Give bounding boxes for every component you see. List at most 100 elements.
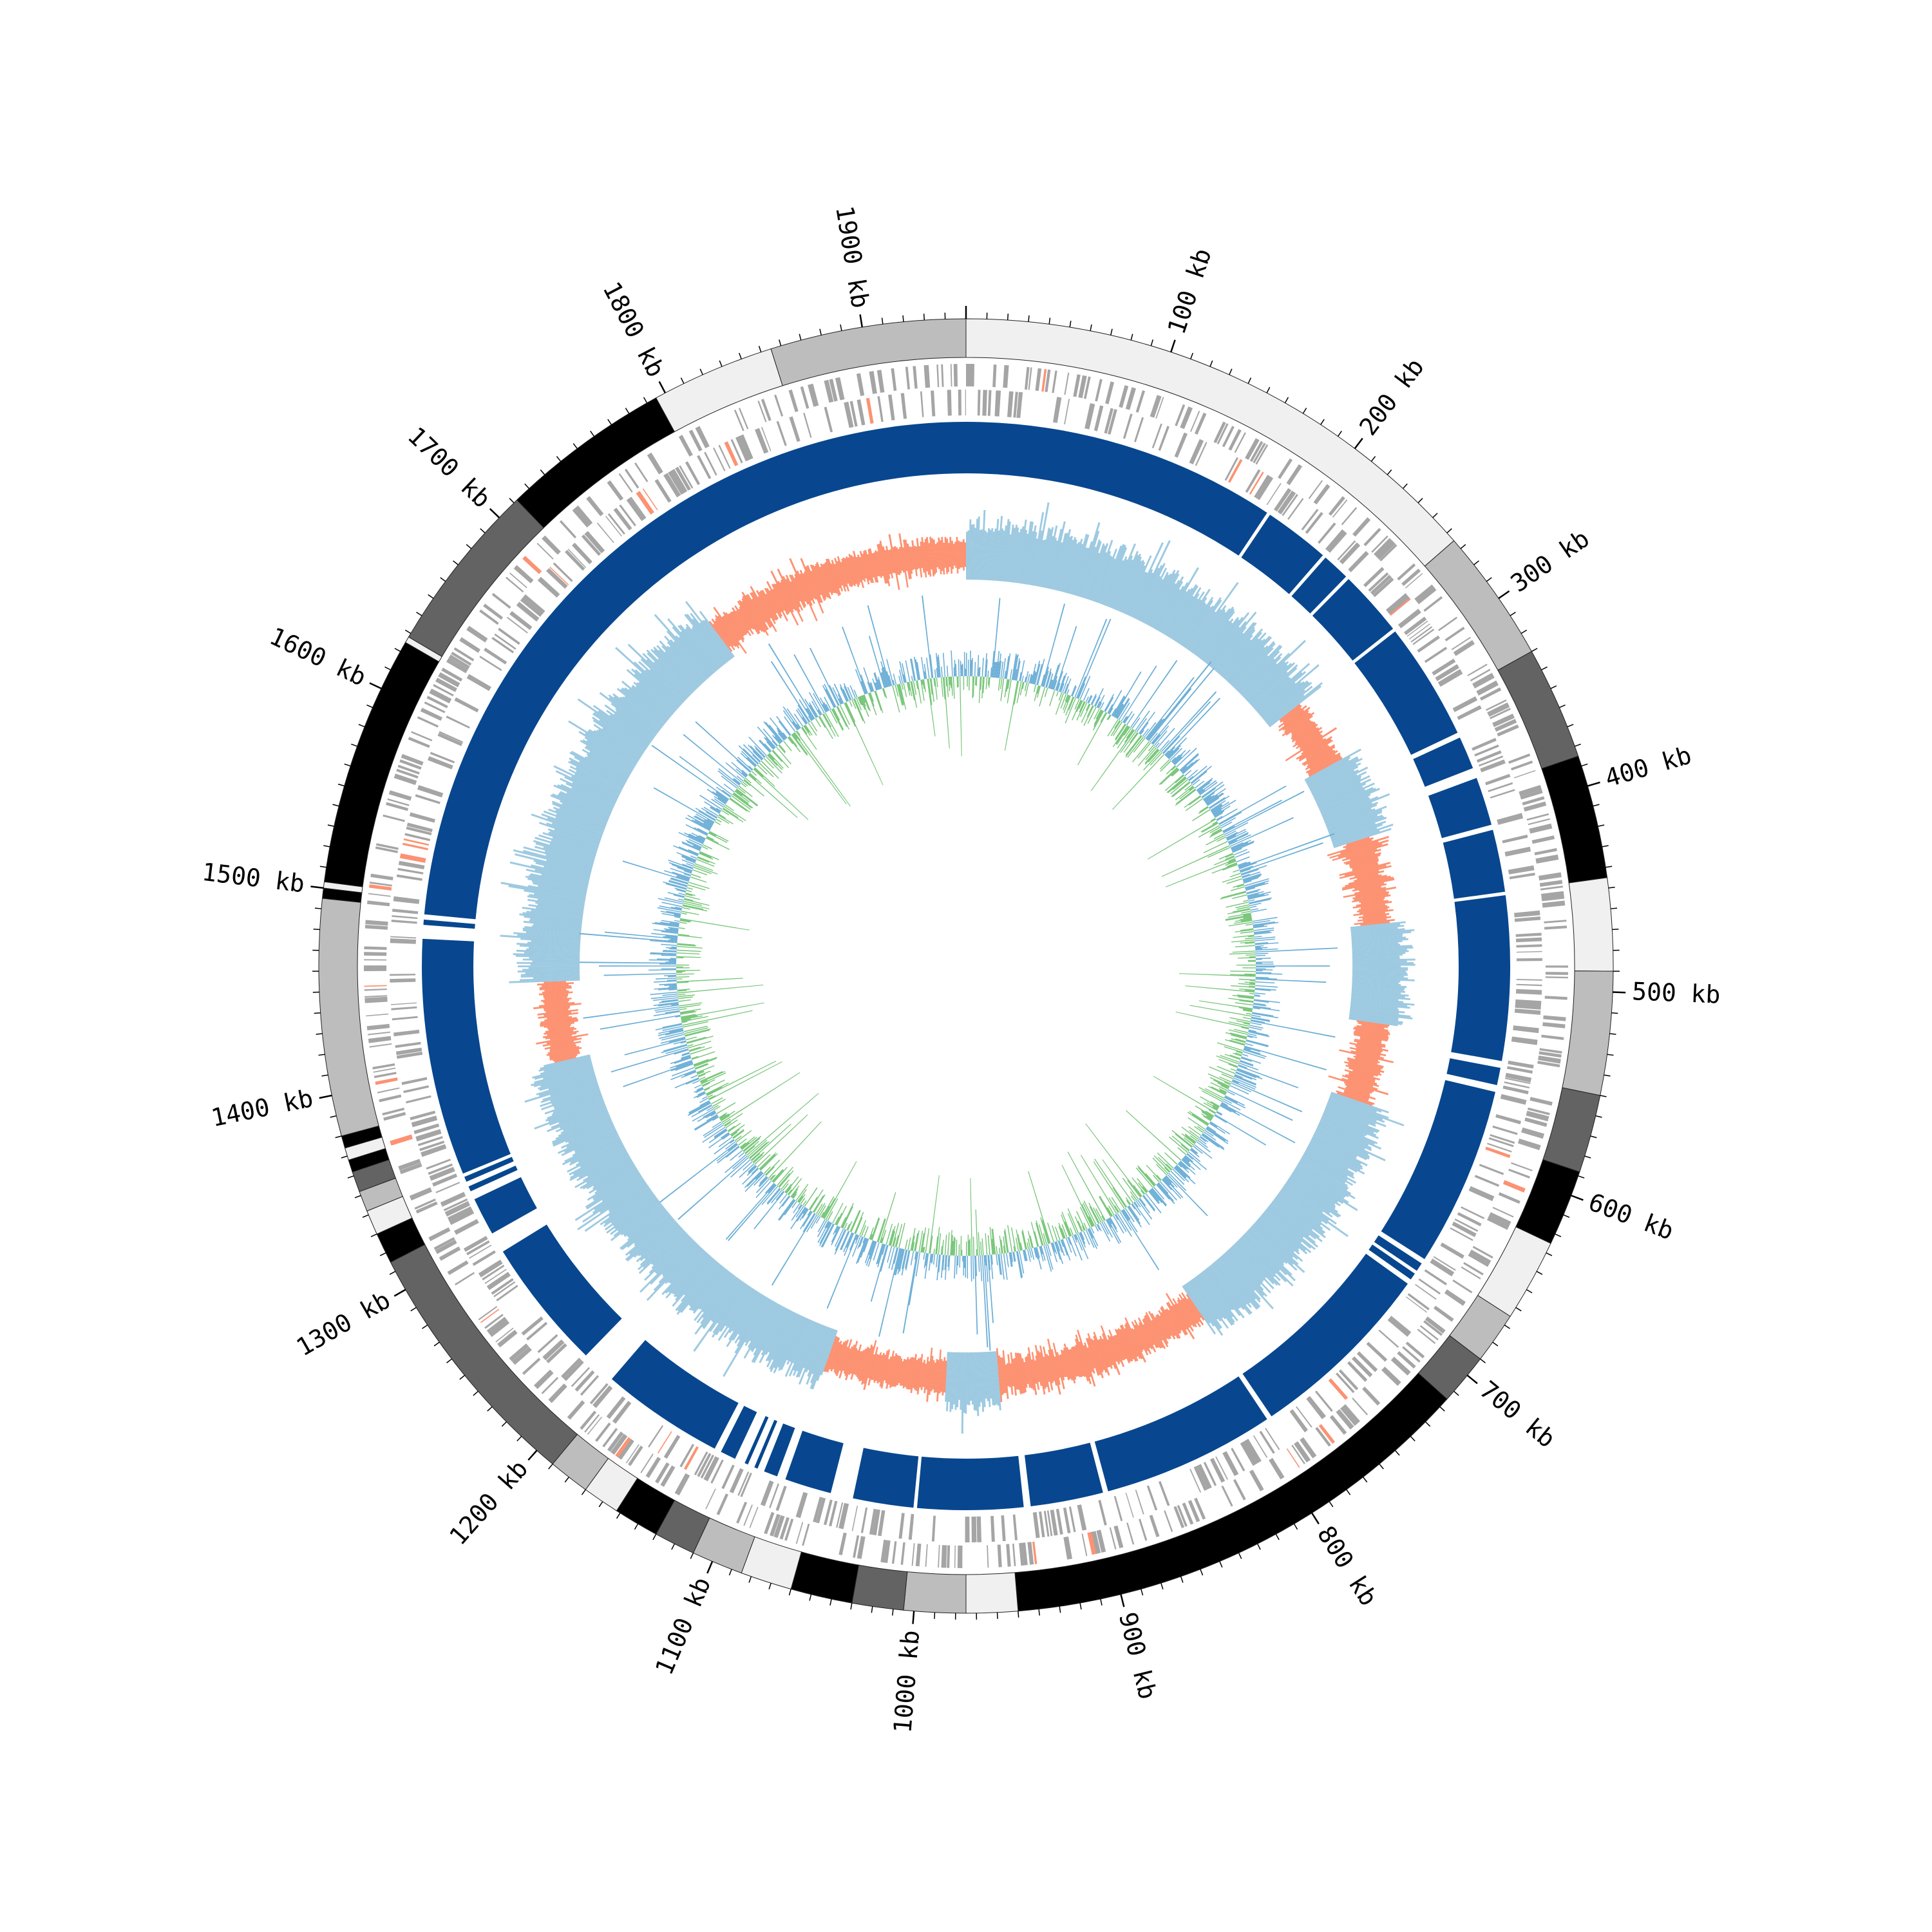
gc-content-bar bbox=[1174, 749, 1191, 766]
gc-content-bar bbox=[1033, 685, 1037, 692]
gc-content-bar bbox=[686, 1036, 706, 1043]
gc-content-bar bbox=[668, 986, 677, 988]
block-segment bbox=[422, 938, 511, 1174]
gc-skew-bar bbox=[987, 1351, 992, 1399]
gc-content-bar bbox=[1115, 704, 1124, 719]
gc-skew-bar bbox=[1341, 1077, 1378, 1090]
gc-content-bar bbox=[755, 1180, 772, 1198]
gc-skew-bar bbox=[1294, 727, 1319, 744]
feature-mark bbox=[1109, 1527, 1117, 1549]
feature-mark bbox=[1189, 1468, 1202, 1493]
gc-skew-bar bbox=[1101, 1333, 1117, 1369]
gc-content-bar bbox=[1088, 1227, 1099, 1247]
gc-skew-bar bbox=[1226, 1250, 1264, 1291]
gc-skew-bar bbox=[621, 680, 669, 721]
gc-content-bar bbox=[741, 782, 746, 788]
gc-content-bar bbox=[1202, 1133, 1225, 1150]
minor-tick bbox=[466, 544, 472, 549]
gc-skew-bar bbox=[546, 1014, 569, 1019]
gc-skew-bar bbox=[642, 652, 689, 698]
gc-content-bar bbox=[1201, 1110, 1213, 1119]
gc-content-bar bbox=[1130, 659, 1178, 728]
minor-tick bbox=[1605, 866, 1613, 868]
feature-mark bbox=[815, 1497, 826, 1524]
gc-content-bar bbox=[815, 1204, 823, 1215]
gc-content-bar bbox=[1122, 716, 1127, 723]
gc-skew-bar bbox=[940, 1361, 944, 1392]
gc-content-bar bbox=[1225, 914, 1252, 920]
feature-mark bbox=[648, 1425, 664, 1448]
gc-skew-bar bbox=[1257, 671, 1307, 714]
gc-skew-bar bbox=[589, 751, 631, 776]
gc-content-bar bbox=[871, 1217, 880, 1240]
gc-content-bar bbox=[942, 652, 946, 677]
gc-skew-bar bbox=[803, 1324, 822, 1368]
gc-content-bar bbox=[1201, 1113, 1212, 1121]
gc-skew-bar bbox=[569, 1145, 625, 1176]
gc-skew-bar bbox=[1287, 1180, 1341, 1217]
gc-skew-bar bbox=[1137, 1317, 1157, 1352]
gc-skew-bar bbox=[699, 611, 735, 658]
gc-content-bar bbox=[661, 1045, 688, 1054]
gc-content-bar bbox=[765, 737, 775, 749]
gc-content-bar bbox=[1043, 1245, 1052, 1272]
gc-skew-bar bbox=[1068, 1349, 1077, 1377]
minor-tick bbox=[1541, 666, 1548, 670]
gc-skew-bar bbox=[533, 1068, 594, 1088]
gc-skew-bar bbox=[551, 1087, 600, 1105]
gc-skew-bar bbox=[1287, 1179, 1338, 1213]
gc-skew-bar bbox=[897, 549, 904, 571]
gc-content-bar bbox=[1240, 842, 1323, 873]
gc-skew-bar bbox=[538, 834, 597, 854]
gc-content-bar bbox=[936, 1227, 940, 1255]
gc-content-bar bbox=[653, 1001, 679, 1007]
gc-skew-bar bbox=[1354, 869, 1379, 877]
gc-content-bar bbox=[1184, 770, 1192, 777]
gc-content-bar bbox=[706, 1114, 717, 1121]
feature-mark bbox=[1081, 1533, 1088, 1557]
gc-skew-bar bbox=[916, 538, 923, 578]
gc-skew-bar bbox=[680, 1260, 717, 1302]
gc-skew-bar bbox=[825, 558, 840, 596]
gc-content-bar bbox=[1239, 1061, 1254, 1066]
gc-content-bar bbox=[868, 1240, 875, 1255]
gc-skew-bar bbox=[522, 929, 581, 936]
gc-skew-bar bbox=[1229, 646, 1265, 685]
gc-skew-bar bbox=[1039, 529, 1052, 587]
gc-skew-bar bbox=[1077, 1329, 1096, 1387]
contig-segment bbox=[1568, 877, 1614, 972]
gc-skew-bar bbox=[1274, 1198, 1326, 1238]
gc-content-bar bbox=[974, 661, 976, 677]
gc-content-bar bbox=[1239, 917, 1252, 920]
block-segment bbox=[853, 1448, 919, 1508]
gc-skew-bar bbox=[859, 556, 867, 579]
gc-skew-bar bbox=[1131, 572, 1153, 618]
gc-skew-bar bbox=[1061, 536, 1077, 592]
gc-skew-bar bbox=[889, 1353, 898, 1388]
gc-content-bar bbox=[1254, 931, 1270, 934]
gc-skew-bar bbox=[820, 563, 833, 596]
gc-content-bar bbox=[768, 1184, 776, 1193]
gc-content-bar bbox=[933, 1254, 936, 1265]
gc-skew-bar bbox=[1308, 757, 1363, 788]
gc-content-bar bbox=[1255, 947, 1268, 949]
gc-content-bar bbox=[1095, 1208, 1103, 1222]
gc-content-bar bbox=[840, 1217, 846, 1228]
gc-skew-bar bbox=[522, 927, 582, 934]
minor-tick bbox=[1219, 1561, 1223, 1568]
gc-content-bar bbox=[1255, 947, 1338, 952]
gc-content-bar bbox=[1123, 1209, 1131, 1220]
gc-skew-bar bbox=[661, 1249, 705, 1295]
feature-mark bbox=[1374, 538, 1393, 558]
gc-skew-bar bbox=[862, 551, 873, 583]
gc-skew-bar bbox=[1170, 593, 1200, 639]
gc-content-bar bbox=[1115, 724, 1126, 741]
gc-content-bar bbox=[677, 944, 696, 947]
gc-skew-bar bbox=[594, 1167, 638, 1195]
gc-skew-bar bbox=[1222, 1254, 1256, 1291]
gc-content-bar bbox=[1253, 999, 1269, 1003]
gc-content-bar bbox=[1244, 981, 1256, 983]
gc-content-bar bbox=[738, 1138, 747, 1146]
gc-skew-bar bbox=[1087, 1333, 1104, 1379]
gc-skew-bar bbox=[1167, 1302, 1188, 1335]
